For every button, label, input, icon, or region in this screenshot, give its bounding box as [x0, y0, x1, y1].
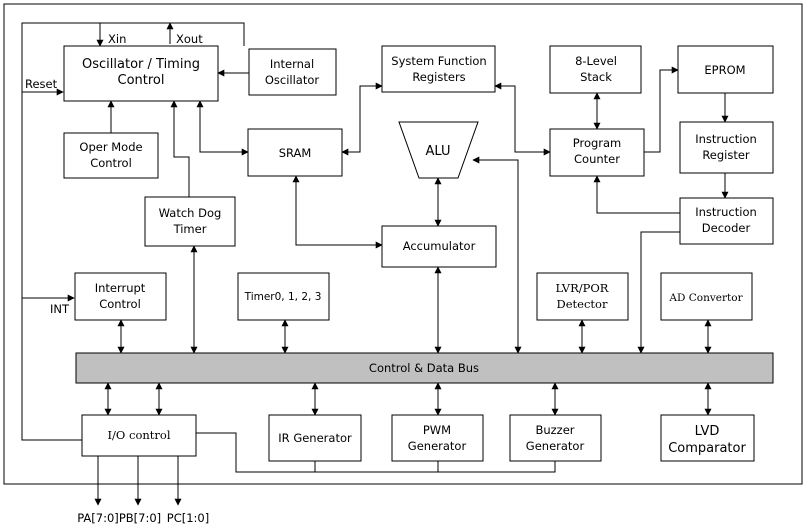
oscillator-label-1: Oscillator / Timing [82, 57, 200, 72]
timers-label: Timer0, 1, 2, 3 [244, 291, 322, 303]
pin-xin: Xin [108, 32, 126, 46]
alu-block: ALU [398, 121, 479, 179]
chip-frame [3, 3, 803, 485]
io-label: I/O control [108, 428, 171, 442]
lvr-label-2: Detector [557, 297, 608, 311]
accumulator-block: Accumulator [381, 225, 497, 268]
port-pb: PB[7:0] [119, 511, 161, 525]
lvr-label-1: LVR/POR [556, 281, 609, 295]
decoder-label-1: Instruction [695, 205, 757, 219]
port-pa: PA[7:0] [77, 511, 119, 525]
connections [21, 22, 729, 506]
buzzer-label-1: Buzzer [535, 423, 574, 437]
sfr-label-2: Registers [412, 70, 465, 84]
eprom-label: EPROM [704, 63, 745, 77]
ir-gen-label: IR Generator [278, 431, 352, 445]
interrupt-label-2: Control [99, 297, 141, 311]
wdt-label-1: Watch Dog [159, 206, 222, 220]
oper-mode-label-1: Oper Mode [79, 140, 142, 154]
sram-label: SRAM [279, 146, 312, 160]
io-control-block: I/O control [81, 414, 197, 457]
oper-mode-label-2: Control [90, 156, 132, 170]
program-counter-block: Program Counter [549, 128, 645, 177]
oscillator-timing-control-block: Oscillator / Timing Control [63, 45, 219, 102]
system-function-registers-block: System Function Registers [381, 45, 496, 93]
timers-block: Timer0, 1, 2, 3 [237, 272, 330, 321]
ir-generator-block: IR Generator [268, 414, 362, 462]
port-pc: PC[1:0] [167, 511, 209, 525]
lvr-por-detector-block: LVR/POR Detector [536, 272, 629, 321]
lvd-comparator-block: LVD Comparator [660, 414, 755, 462]
decoder-label-2: Decoder [702, 221, 751, 235]
internal-oscillator-block: Internal Oscillator [248, 48, 337, 96]
stack-label-1: 8-Level [575, 54, 617, 68]
ir-label-1: Instruction [695, 132, 757, 146]
alu-label: ALU [425, 144, 450, 159]
oscillator-label-2: Control [118, 73, 165, 88]
sfr-label-1: System Function [391, 54, 486, 68]
internal-osc-label-2: Oscillator [265, 73, 320, 87]
pwm-label-1: PWM [423, 423, 451, 437]
interrupt-control-block: Interrupt Control [74, 272, 167, 321]
instruction-decoder-block: Instruction Decoder [679, 197, 774, 245]
sram-block: SRAM [247, 128, 343, 177]
lvd-label-2: Comparator [668, 441, 746, 456]
buzzer-label-2: Generator [526, 439, 585, 453]
control-data-bus: Control & Data Bus [75, 352, 774, 384]
oper-mode-control-block: Oper Mode Control [63, 132, 159, 179]
interrupt-label-1: Interrupt [95, 281, 146, 295]
watch-dog-timer-block: Watch Dog Timer [144, 196, 236, 247]
pin-reset: Reset [25, 77, 58, 91]
ir-label-2: Register [702, 148, 750, 162]
pc-label-1: Program [573, 136, 622, 150]
bus-label: Control & Data Bus [369, 361, 479, 375]
lvd-label-1: LVD [695, 424, 720, 439]
pin-int: INT [50, 302, 70, 316]
instruction-register-block: Instruction Register [679, 121, 774, 174]
internal-osc-label-1: Internal [270, 57, 314, 71]
ad-convertor-block: AD Convertor [660, 272, 753, 321]
pwm-label-2: Generator [408, 439, 467, 453]
stack-block: 8-Level Stack [549, 45, 642, 94]
accumulator-label: Accumulator [403, 239, 476, 253]
eprom-block: EPROM [677, 45, 774, 94]
pwm-generator-block: PWM Generator [391, 414, 484, 462]
wdt-label-2: Timer [173, 222, 207, 236]
pin-xout: Xout [176, 32, 203, 46]
ad-label: AD Convertor [668, 292, 743, 304]
stack-label-2: Stack [580, 70, 612, 84]
buzzer-generator-block: Buzzer Generator [509, 414, 602, 462]
pc-label-2: Counter [574, 152, 620, 166]
